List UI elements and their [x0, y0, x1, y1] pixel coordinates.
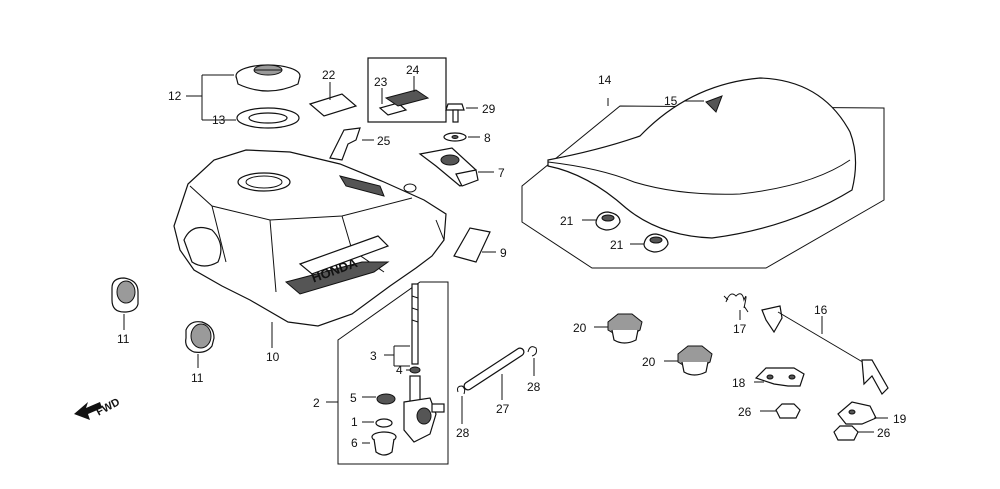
callout-4: 4 — [396, 363, 403, 377]
bracket-19 — [837, 401, 877, 425]
label-22 — [308, 93, 358, 117]
knee-rubber-2 — [185, 321, 215, 353]
callout-11b: 11 — [191, 371, 204, 385]
fuel-tank: HONDA — [173, 149, 447, 327]
callout-21a: 21 — [560, 214, 574, 228]
sediment-cup-6 — [371, 431, 397, 456]
callout-8: 25 — [377, 134, 391, 148]
callout-5: 5 — [350, 391, 357, 405]
seat-cushion-21a — [595, 211, 621, 231]
fuel-valve — [403, 375, 445, 443]
nut-26b — [833, 425, 859, 441]
nut-20a — [607, 313, 643, 344]
callout-18: 18 — [732, 376, 746, 390]
callout-12: 12 — [168, 89, 182, 103]
callout-23: 23 — [374, 75, 388, 89]
callout-15: 15 — [664, 94, 678, 108]
callout-13: 13 — [212, 113, 226, 127]
spring-17 — [723, 293, 749, 313]
callout-26a: 26 — [738, 405, 752, 419]
seat-cushion-21b — [643, 233, 669, 253]
seat — [547, 77, 857, 239]
fwd-label: FWD — [94, 396, 122, 418]
callout-21b: 21 — [610, 238, 624, 252]
cap-gasket — [236, 107, 300, 129]
bracket-18 — [754, 367, 805, 387]
callout-1: 1 — [351, 415, 358, 429]
callout-3: 3 — [370, 349, 377, 363]
label-set-box — [367, 57, 447, 123]
seat-lock-rod-16 — [761, 305, 889, 395]
knee-rubber-1 — [111, 277, 139, 313]
callout-22: 22 — [322, 68, 336, 82]
callout-24: 24 — [406, 63, 420, 77]
callout-17: 17 — [733, 322, 747, 336]
callout-10: 10 — [266, 350, 280, 364]
o-ring-4 — [409, 366, 421, 374]
seal-9 — [453, 227, 491, 263]
callout-6: 6 — [351, 436, 358, 450]
callout-20b: 20 — [642, 355, 656, 369]
fuel-strainer-rod — [411, 283, 419, 365]
bracket-12 — [201, 74, 236, 121]
rear-mount-7 — [418, 147, 479, 187]
clip-28a — [457, 385, 466, 395]
callout-7: 7 — [498, 166, 505, 180]
callout-28a: 28 — [456, 426, 470, 440]
leader-23-24 — [381, 76, 415, 104]
nut-26a — [775, 403, 801, 419]
bolt-29 — [445, 103, 465, 123]
callout-26b: 26 — [877, 426, 891, 440]
callout-11a: 11 — [117, 332, 130, 346]
fuel-cap — [235, 64, 301, 92]
bracket-8 — [329, 127, 361, 161]
callout-9: 9 — [500, 246, 507, 260]
callout-29: 29 — [482, 102, 496, 116]
nut-20b — [677, 345, 713, 376]
label-24 — [384, 89, 430, 107]
callout-27: 27 — [496, 402, 510, 416]
seat-box — [521, 105, 885, 269]
fwd-arrow: FWD — [74, 396, 122, 420]
bracket-3 — [384, 345, 410, 367]
o-ring-1 — [375, 418, 393, 428]
fuel-valve-box — [337, 281, 449, 465]
clip-28b — [527, 346, 537, 357]
valve-knob-5 — [376, 393, 396, 405]
callout-19: 19 — [893, 412, 907, 426]
callout-25: 8 — [484, 131, 491, 145]
callout-2: 2 — [313, 396, 320, 410]
callout-20a: 20 — [573, 321, 587, 335]
callout-28b: 28 — [527, 380, 541, 394]
callout-14: 14 — [598, 73, 612, 87]
callout-16: 16 — [814, 303, 828, 317]
